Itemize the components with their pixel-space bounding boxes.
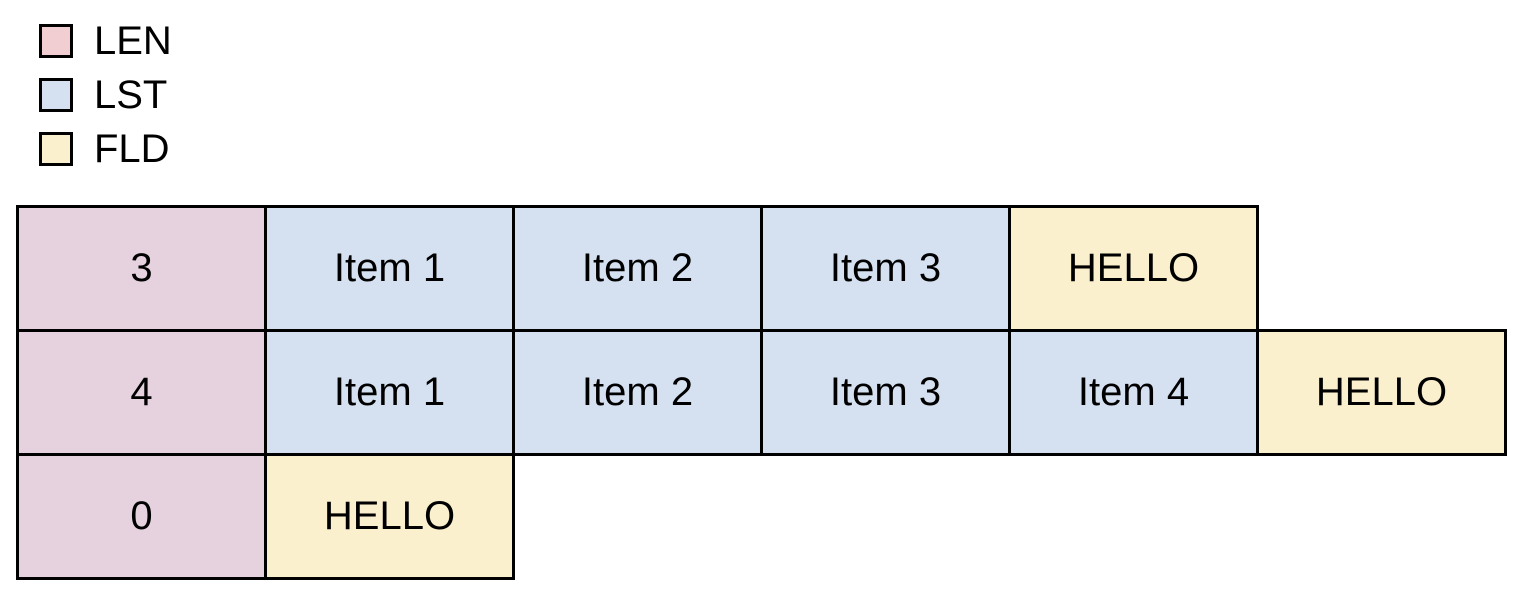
legend: LEN LST FLD xyxy=(39,19,172,171)
cell-lst: Item 3 xyxy=(760,205,1011,332)
cell-len: 0 xyxy=(16,453,267,580)
cell-fld: HELLO xyxy=(264,453,515,580)
legend-label-len: LEN xyxy=(94,19,172,63)
cell-lst: Item 2 xyxy=(512,329,763,456)
legend-item-fld: FLD xyxy=(39,127,172,171)
cell-lst: Item 1 xyxy=(264,329,515,456)
cell-len: 4 xyxy=(16,329,267,456)
legend-item-len: LEN xyxy=(39,19,172,63)
cell-fld: HELLO xyxy=(1256,329,1507,456)
lst-color-swatch xyxy=(39,78,73,112)
cell-fld: HELLO xyxy=(1008,205,1259,332)
cell-len: 3 xyxy=(16,205,267,332)
len-color-swatch xyxy=(39,24,73,58)
legend-item-lst: LST xyxy=(39,73,172,117)
cell-lst: Item 2 xyxy=(512,205,763,332)
cell-lst: Item 1 xyxy=(264,205,515,332)
fld-color-swatch xyxy=(39,132,73,166)
legend-label-lst: LST xyxy=(94,73,168,117)
cell-lst: Item 4 xyxy=(1008,329,1259,456)
legend-label-fld: FLD xyxy=(94,127,170,171)
cell-lst: Item 3 xyxy=(760,329,1011,456)
